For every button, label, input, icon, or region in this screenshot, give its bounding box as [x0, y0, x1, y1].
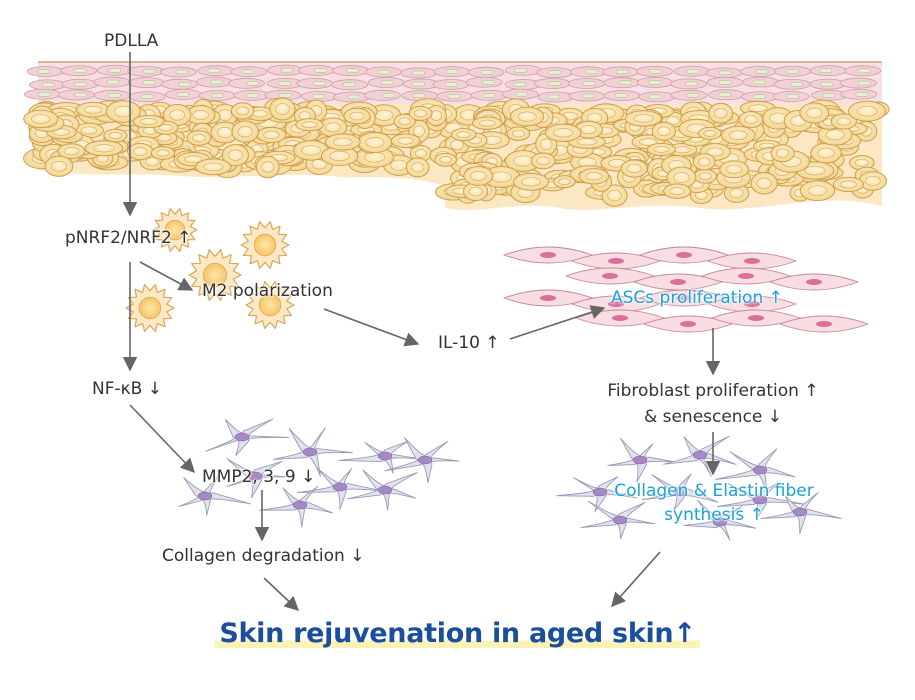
ascs-proliferation-label: ASCs proliferation ↑	[611, 288, 783, 308]
up-arrow-icon: ↑	[673, 618, 696, 649]
pathway-arrows	[122, 52, 721, 611]
skin-layers	[23, 61, 890, 210]
arrow-nrf2-m2	[139, 261, 194, 291]
macrophage-cluster	[125, 208, 295, 332]
down-arrow-icon: ↓	[350, 546, 365, 566]
collagen-degradation-label: Collagen degradation ↓	[162, 546, 365, 566]
arrow-m2-il10	[323, 308, 420, 347]
pdlla-label: PDLLA	[104, 31, 159, 51]
arrow-nfkb-mmp	[129, 404, 195, 474]
arrow-degradation-title	[263, 577, 300, 611]
collagen-elastin-synthesis-label: Collagen & Elastin fiber synthesis ↑	[614, 481, 814, 525]
up-arrow-icon: ↑	[485, 333, 500, 353]
asc-cell-layer	[502, 246, 870, 333]
arrow-il10-ascs	[509, 305, 606, 340]
il10-label: IL-10 ↑	[438, 333, 500, 353]
mmp-label: MMP2, 3, 9 ↓	[202, 467, 316, 487]
up-arrow-icon: ↑	[749, 505, 764, 525]
up-arrow-icon: ↑	[177, 228, 192, 248]
down-arrow-icon: ↓	[301, 467, 316, 487]
m2-polarization-label: M2 polarization	[202, 281, 333, 301]
down-arrow-icon: ↓	[147, 379, 162, 399]
diagram-title: Skin rejuvenation in aged skin↑	[0, 618, 915, 649]
up-arrow-icon: ↑	[768, 288, 783, 308]
up-arrow-icon: ↑	[804, 381, 819, 401]
nrf2-label: pNRF2/NRF2 ↑	[65, 228, 192, 248]
fibroblast-proliferation-label: Fibroblast proliferation ↑ & senescence …	[607, 381, 819, 427]
nfkb-label: NF-κB ↓	[92, 379, 162, 399]
down-arrow-icon: ↓	[767, 407, 783, 427]
fibroblast-cluster	[178, 418, 842, 541]
arrow-synthesis-title	[611, 551, 661, 608]
